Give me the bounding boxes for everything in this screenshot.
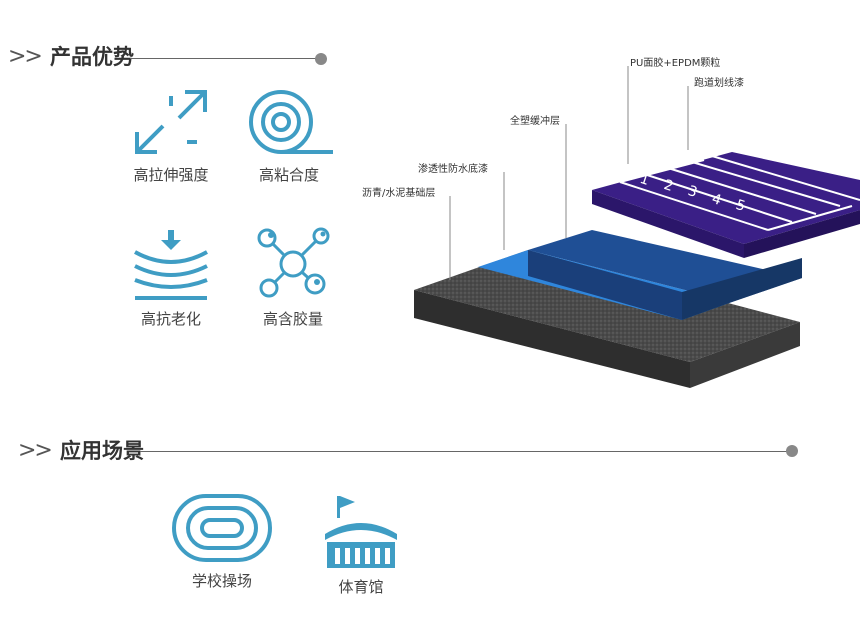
- section-title: 产品优势: [50, 45, 134, 69]
- section-header-advantages: >> 产品优势: [0, 42, 340, 72]
- chevron-icon: >>: [18, 438, 53, 463]
- molecule-icon: [257, 227, 330, 298]
- buffer-layer-front: [682, 258, 802, 320]
- feature-adhesion: 高粘合度: [234, 86, 344, 185]
- feature-label: 高抗老化: [140, 310, 201, 328]
- stadium-icon: [325, 496, 397, 568]
- divider-dot: [315, 53, 327, 65]
- feature-label: 高粘合度: [258, 166, 319, 184]
- callout-base-layer: 沥青/水泥基础层: [362, 188, 436, 199]
- base-layer-top: [414, 250, 800, 362]
- callout-buffer-layer: 全塑缓冲层: [510, 116, 560, 127]
- tape-roll-icon: [249, 90, 333, 154]
- running-track-icon: [172, 494, 272, 562]
- callout-primer: 渗透性防水底漆: [418, 164, 488, 175]
- top-layer-front: [744, 210, 860, 258]
- application-label: 学校操场: [191, 572, 252, 590]
- divider-dot: [786, 445, 798, 457]
- chevron-icon: >>: [8, 44, 43, 69]
- stretch-arrows-icon: [135, 90, 207, 154]
- application-school-playground: 学校操场: [167, 492, 277, 591]
- feature-anti-aging: 高抗老化: [116, 228, 226, 329]
- feature-rubber-content: 高含胶量: [238, 226, 348, 329]
- feature-label: 高含胶量: [262, 310, 323, 328]
- application-label: 体育馆: [338, 578, 384, 596]
- buffer-layer-side: [528, 250, 682, 320]
- application-gymnasium: 体育馆: [306, 494, 416, 597]
- section-title: 应用场景: [60, 439, 144, 463]
- pressure-layers-icon: [134, 230, 208, 300]
- feature-tensile-strength: 高拉伸强度: [116, 86, 226, 185]
- section-divider: [140, 451, 790, 452]
- track-layer-diagram: 1 2 3 4 5 PU面胶+EPDM颗粒 跑道划线漆 全塑缓冲层 渗透性防水底…: [352, 44, 860, 388]
- feature-label: 高拉伸强度: [133, 166, 209, 184]
- track-layers-illustration: [414, 66, 860, 388]
- base-layer-side: [414, 290, 690, 388]
- section-divider: [130, 58, 316, 59]
- base-layer-front: [690, 322, 800, 388]
- section-header-applications: >> 应用场景: [0, 436, 800, 466]
- top-layer-side: [592, 190, 744, 258]
- top-layer-top: [592, 152, 860, 244]
- callout-top-layer: PU面胶+EPDM颗粒: [630, 58, 721, 69]
- callout-line-paint: 跑道划线漆: [694, 78, 744, 89]
